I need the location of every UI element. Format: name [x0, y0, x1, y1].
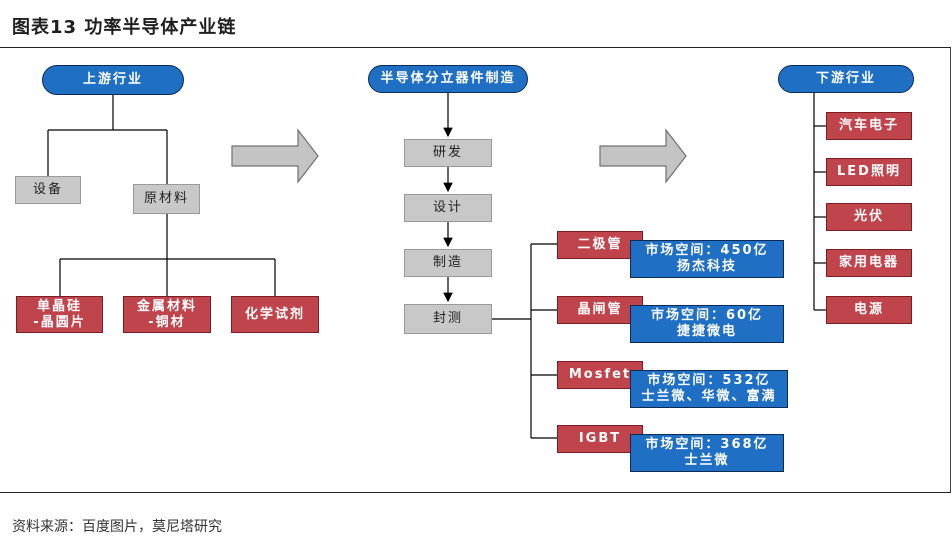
material-box-silicon: 单晶硅 -晶圆片 [16, 296, 103, 333]
device-box-thyristor: 晶闸管 [557, 296, 643, 324]
upstream-title: 上游行业 [42, 65, 184, 95]
downstream-item-power-supply: 电源 [826, 296, 912, 324]
market-size-text: 市场空间：60亿 [650, 308, 764, 323]
step-packaging-box: 封测 [404, 304, 492, 334]
device-box-diode: 二极管 [557, 231, 643, 259]
market-size-text: 市场空间：368亿 [645, 437, 769, 452]
raw-materials-box: 原材料 [133, 184, 200, 214]
material-box-chemical: 化学试剂 [231, 296, 319, 333]
market-companies-text: 扬杰科技 [676, 259, 737, 274]
market-size-text: 市场空间：532亿 [647, 373, 771, 388]
market-companies-text: 士兰微、华微、富满 [641, 389, 777, 404]
step-manufacturing-box: 制造 [404, 249, 492, 277]
source-note: 资料来源：百度图片，莫尼塔研究 [12, 519, 222, 535]
diagram-frame [0, 47, 951, 493]
step-design-box: 设计 [404, 194, 492, 222]
market-box-thyristor: 市场空间：60亿 捷捷微电 [630, 305, 784, 343]
market-box-igbt: 市场空间：368亿 士兰微 [630, 434, 784, 472]
device-box-igbt: IGBT [557, 425, 643, 453]
downstream-item-home-appliances: 家用电器 [826, 249, 912, 277]
market-companies-text: 士兰微 [684, 453, 730, 468]
material-box-metal: 金属材料 -铜材 [123, 296, 211, 333]
device-box-mosfet: Mosfet [557, 361, 643, 389]
market-box-mosfet: 市场空间：532亿 士兰微、华微、富满 [630, 370, 788, 408]
downstream-item-auto-electronics: 汽车电子 [826, 112, 912, 140]
market-companies-text: 捷捷微电 [676, 324, 737, 339]
market-box-diode: 市场空间：450亿 扬杰科技 [630, 240, 784, 278]
page-title: 图表13 功率半导体产业链 [12, 17, 237, 38]
market-size-text: 市场空间：450亿 [645, 243, 769, 258]
equipment-box: 设备 [15, 176, 81, 204]
step-rnd-box: 研发 [404, 139, 492, 167]
midstream-to-downstream-arrow [599, 128, 687, 184]
downstream-item-photovoltaic: 光伏 [826, 203, 912, 231]
downstream-title: 下游行业 [778, 65, 914, 93]
midstream-title: 半导体分立器件制造 [368, 65, 528, 93]
upstream-to-midstream-arrow [231, 128, 319, 184]
downstream-item-led-lighting: LED照明 [826, 158, 912, 186]
